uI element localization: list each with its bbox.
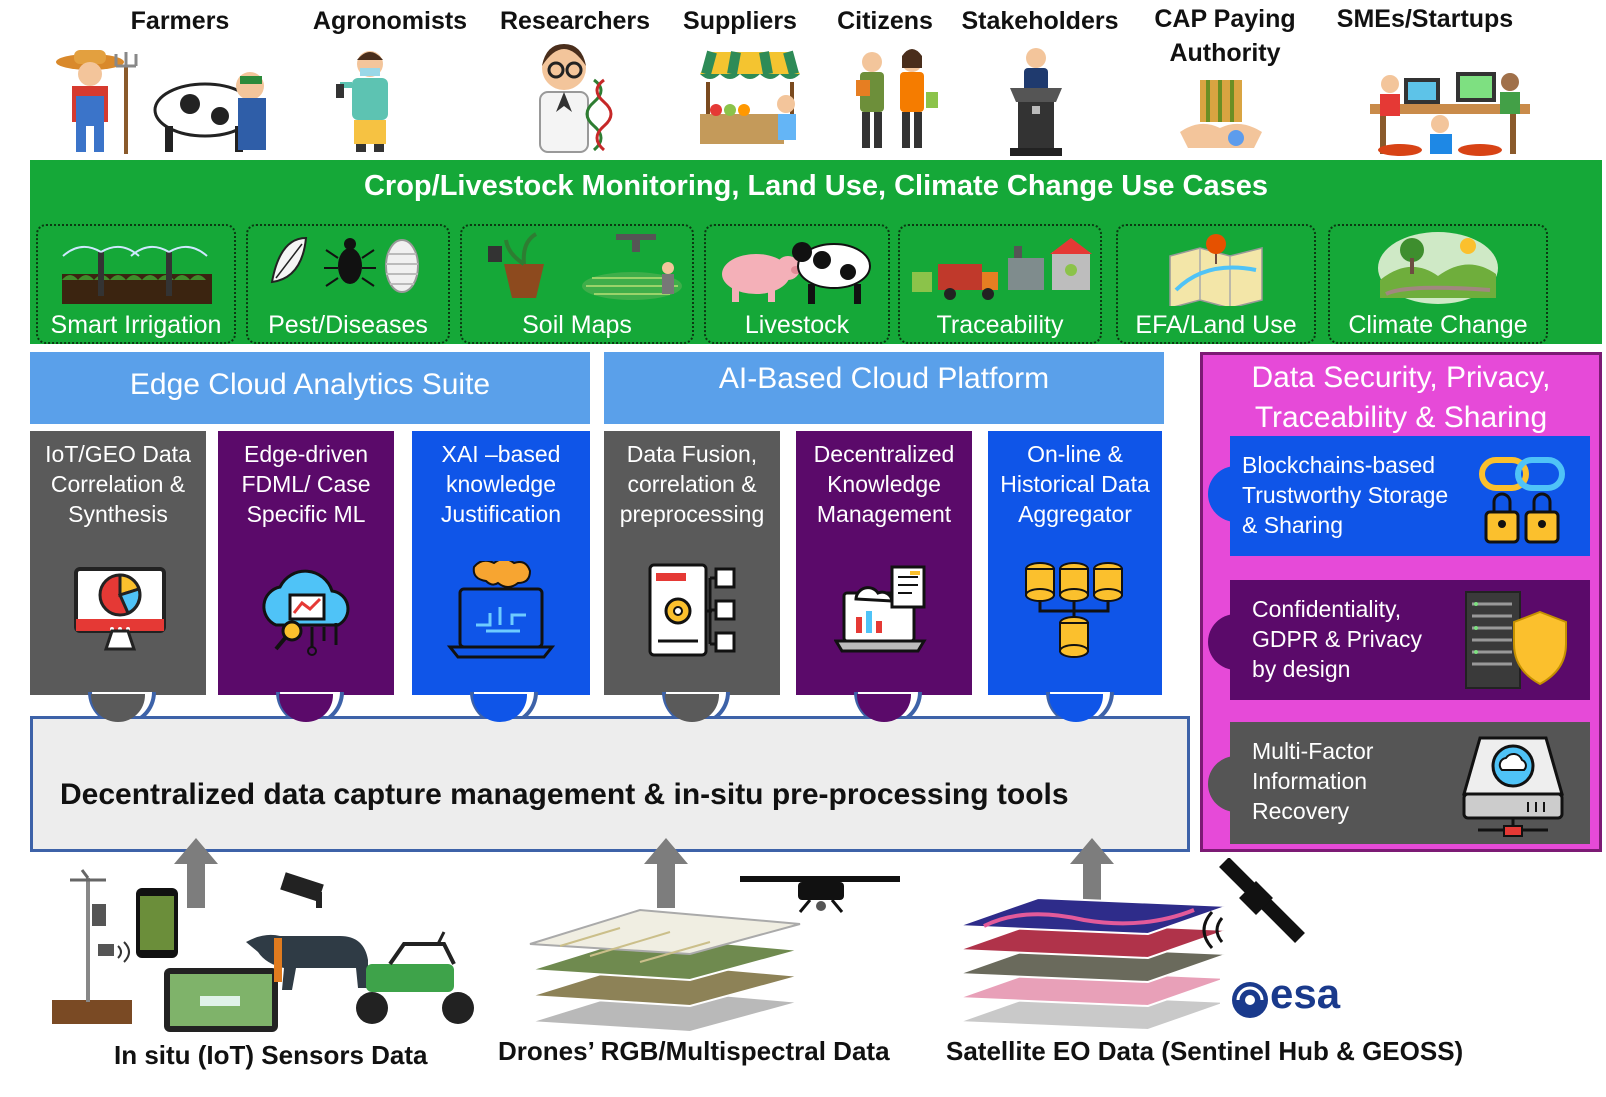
use-case-efa-land-use: EFA/Land Use <box>1116 224 1316 344</box>
edge-suite-title: Edge Cloud Analytics Suite <box>129 368 491 401</box>
knowledge-laptop-icon <box>834 565 927 653</box>
esa-logo: esa <box>1220 964 1356 1034</box>
cloud-platform-header <box>604 352 1164 424</box>
stakeholder-agronomists: Agronomists <box>312 7 468 35</box>
security-item-label: Multi-Factor Information Recovery <box>1252 738 1374 824</box>
stakeholder-smes-startups: SMEs/Startups <box>1336 5 1514 33</box>
security-item-label: Confidentiality, GDPR & Privacy by desig… <box>1252 596 1422 682</box>
source-satellite-label: Satellite EO Data (Sentinel Hub & GEOSS) <box>946 1036 1464 1066</box>
land-map-icon <box>1169 234 1263 306</box>
cap-paying-authority-icon <box>1180 80 1262 148</box>
data-capture-base <box>30 716 1190 852</box>
stakeholder-stakeholders: Stakeholders <box>961 7 1119 35</box>
satellite-layers-illustration <box>957 858 1305 1032</box>
edge-suite-header <box>30 352 590 424</box>
farmer-icon <box>56 50 266 154</box>
security-title: Data Security, Privacy, Traceability & S… <box>1251 361 1551 434</box>
use-case-label: EFA/Land Use <box>1135 311 1297 339</box>
researcher-icon <box>539 44 613 153</box>
stakeholder-farmers: Farmers <box>130 7 230 35</box>
supplier-market-stall-icon <box>700 50 800 144</box>
iot-sensors-illustration <box>52 869 474 1032</box>
module-label: On-line & Historical Data Aggregator <box>1000 441 1150 527</box>
module-data-fusion: Data Fusion, correlation & preprocessing <box>604 431 780 695</box>
module-label: Data Fusion, correlation & preprocessing <box>619 441 765 527</box>
stakeholder-cap-paying-authority: CAP Paying Authority <box>1154 5 1296 67</box>
citizens-icon <box>856 49 938 148</box>
up-arrow-icon <box>1070 838 1114 908</box>
climate-landscape-icon <box>1378 232 1498 304</box>
use-case-label: Traceability <box>936 311 1064 339</box>
pest-bug-icon <box>270 236 419 293</box>
data-capture-base-label: Decentralized data capture management & … <box>60 778 1069 811</box>
agronomist-icon <box>336 51 388 152</box>
module-label: IoT/GEO Data Correlation & Synthesis <box>45 441 191 527</box>
module-label: XAI –based knowledge Justification <box>440 441 562 527</box>
stakeholder-podium-icon <box>1010 48 1062 156</box>
pig-cow-icon <box>722 242 871 304</box>
data-processing-icon <box>648 563 736 657</box>
stakeholder-citizens: Citizens <box>837 7 933 35</box>
use-case-traceability: Traceability <box>898 224 1102 344</box>
module-iot-geo-correlation: IoT/GEO Data Correlation & Synthesis <box>30 431 206 695</box>
stakeholder-researchers: Researchers <box>499 7 651 35</box>
chain-lock-icon <box>1479 457 1565 544</box>
use-case-soil-maps: Soil Maps <box>460 224 694 344</box>
sprinkler-icon <box>62 245 212 304</box>
use-cases-title: Crop/Livestock Monitoring, Land Use, Cli… <box>363 170 1269 202</box>
up-arrow-icon <box>644 838 688 908</box>
cloud-platform-title: AI-Based Cloud Platform <box>718 362 1050 395</box>
use-case-label: Soil Maps <box>522 311 632 339</box>
module-decentralized-knowledge: Decentralized Knowledge Management <box>796 431 972 695</box>
database-stack-icon <box>1025 562 1123 658</box>
source-iot-sensors-label: In situ (IoT) Sensors Data <box>114 1040 428 1070</box>
source-drones-label: Drones’ RGB/Multispectral Data <box>498 1036 890 1066</box>
use-case-climate-change: Climate Change <box>1328 224 1548 344</box>
module-label: Decentralized Knowledge Management <box>813 441 955 527</box>
analytics-monitor-icon <box>74 567 166 651</box>
esa-logo-text: esa <box>1270 970 1341 1017</box>
security-recovery: Multi-Factor Information Recovery <box>1230 722 1590 844</box>
up-arrow-icon <box>174 838 218 908</box>
security-item-label: Blockchains-based Trustworthy Storage & … <box>1242 452 1449 538</box>
module-xai-knowledge: XAI –based knowledge Justification <box>412 431 590 695</box>
use-case-label: Livestock <box>744 311 850 339</box>
use-case-pest-diseases: Pest/Diseases <box>246 224 450 344</box>
use-case-label: Climate Change <box>1348 311 1528 339</box>
server-shield-icon <box>1465 591 1567 689</box>
use-case-label: Pest/Diseases <box>268 311 428 339</box>
esa-logo-icon <box>1232 982 1268 1018</box>
smes-startups-office-icon <box>1370 72 1530 156</box>
soil-plant-drone-icon <box>488 232 682 300</box>
module-edge-fdml: Edge-driven FDML/ Case Specific ML <box>218 431 394 695</box>
cloud-drive-icon <box>1462 736 1564 837</box>
use-case-label: Smart Irrigation <box>50 311 222 339</box>
brain-laptop-icon <box>446 561 556 659</box>
drone-layers-illustration <box>529 876 900 1034</box>
supply-chain-icon <box>912 238 1092 300</box>
use-case-livestock: Livestock <box>704 224 890 344</box>
module-label: Edge-driven FDML/ Case Specific ML <box>241 441 371 527</box>
cloud-ml-icon <box>262 569 350 656</box>
use-case-smart-irrigation: Smart Irrigation <box>36 224 236 344</box>
module-data-aggregator: On-line & Historical Data Aggregator <box>988 431 1162 695</box>
security-blockchain: Blockchains-based Trustworthy Storage & … <box>1230 436 1590 556</box>
security-gdpr: Confidentiality, GDPR & Privacy by desig… <box>1230 580 1590 700</box>
stakeholder-suppliers: Suppliers <box>683 7 797 35</box>
